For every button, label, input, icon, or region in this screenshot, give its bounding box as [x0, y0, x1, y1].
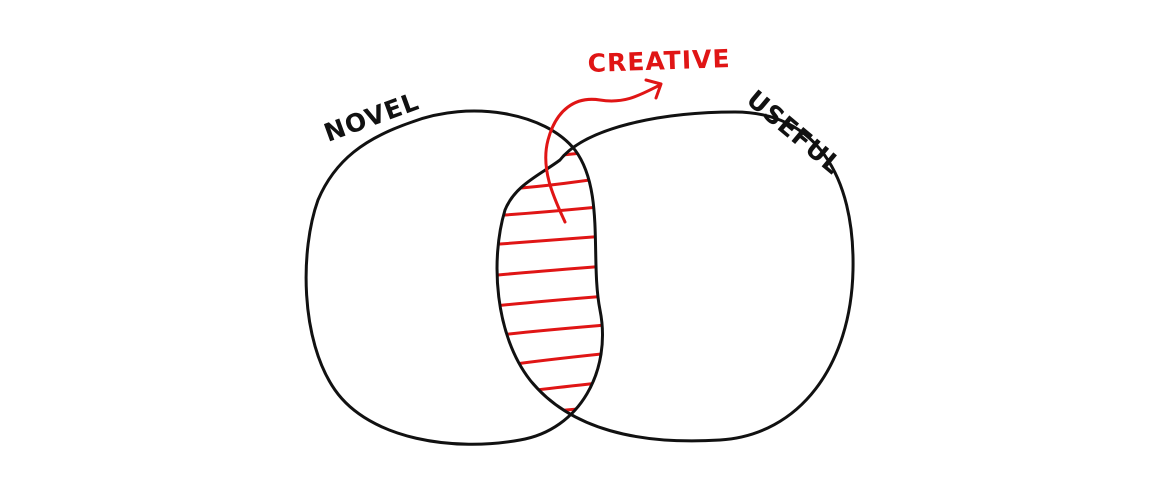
useful-set-outline	[495, 110, 855, 443]
creative-label: CREATIVE	[587, 44, 731, 78]
novel-set-outline	[304, 109, 604, 446]
creative-arrow	[544, 83, 662, 224]
useful-label: USEFUL	[741, 84, 848, 180]
creative-arrowhead	[644, 78, 663, 100]
